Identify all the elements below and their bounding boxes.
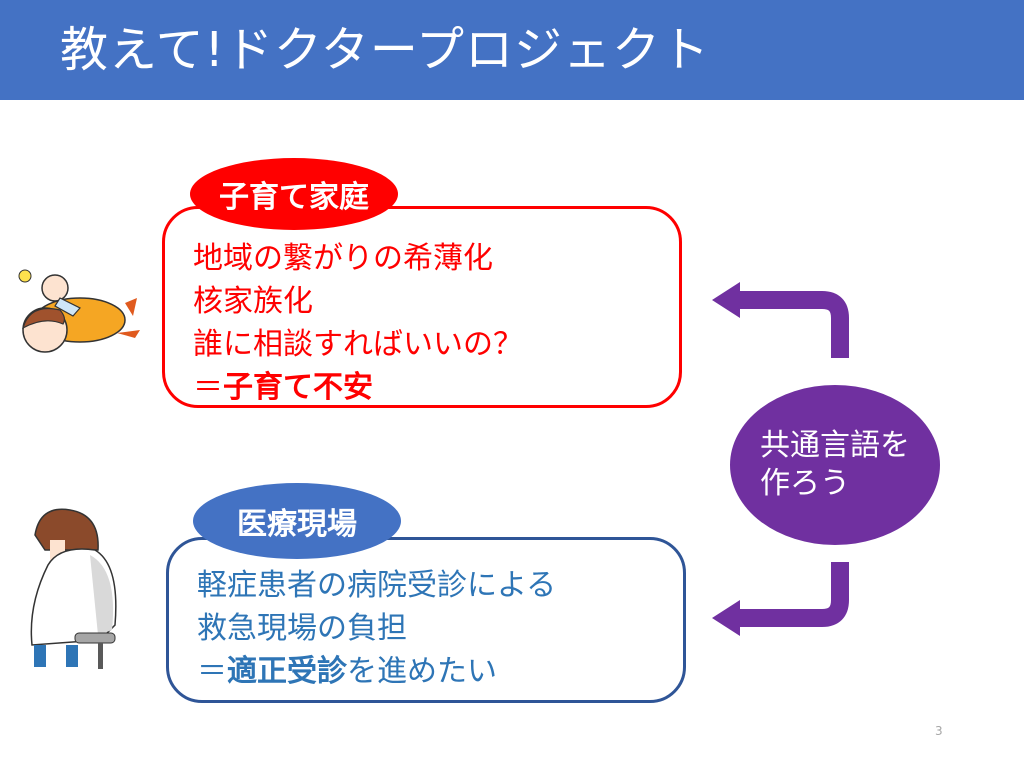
medical-label-badge: 医療現場 xyxy=(193,483,401,559)
lower-arrow-icon xyxy=(712,562,849,636)
family-line: 核家族化 xyxy=(193,284,313,319)
equals-sign: ＝ xyxy=(193,370,223,405)
slide-title: 教えて!ドクタープロジェクト xyxy=(60,22,711,78)
medical-label: 医療現場 xyxy=(237,507,357,542)
common-language-text: 共通言語を 作ろう xyxy=(760,427,910,503)
tired-parent-illustration xyxy=(18,269,140,353)
common-language-line: 作ろう xyxy=(760,466,850,501)
title-bar: 教えて!ドクタープロジェクト xyxy=(0,0,1024,100)
medical-issues-box: 軽症患者の病院受診による 救急現場の負担 ＝適正受診を進めたい xyxy=(166,537,686,703)
medical-conclusion: ＝適正受診を進めたい xyxy=(197,650,556,693)
medical-line: 救急現場の負担 xyxy=(197,611,407,646)
medical-line: 軽症患者の病院受診による xyxy=(197,568,557,603)
page-number: 3 xyxy=(935,724,943,738)
equals-sign: ＝ xyxy=(197,654,227,689)
family-label: 子育て家庭 xyxy=(219,180,369,215)
doctor-illustration xyxy=(30,508,117,669)
common-language-line: 共通言語を xyxy=(760,428,910,463)
common-language-circle: 共通言語を 作ろう xyxy=(730,385,940,545)
family-line: 誰に相談すればいいの？ xyxy=(193,327,523,362)
family-conclusion-text: 子育て不安 xyxy=(223,370,373,405)
family-line: 地域の繋がりの希薄化 xyxy=(193,241,493,276)
family-issues-text: 地域の繋がりの希薄化 核家族化 誰に相談すればいいの？ ＝子育て不安 xyxy=(193,237,523,409)
medical-conclusion-rest: を進めたい xyxy=(347,654,497,689)
medical-issues-text: 軽症患者の病院受診による 救急現場の負担 ＝適正受診を進めたい xyxy=(197,564,556,693)
medical-conclusion-bold: 適正受診 xyxy=(227,654,347,689)
family-conclusion: ＝子育て不安 xyxy=(193,366,523,409)
family-issues-box: 地域の繋がりの希薄化 核家族化 誰に相談すればいいの？ ＝子育て不安 xyxy=(162,206,682,408)
upper-arrow-icon xyxy=(712,282,849,358)
family-label-badge: 子育て家庭 xyxy=(190,158,398,230)
